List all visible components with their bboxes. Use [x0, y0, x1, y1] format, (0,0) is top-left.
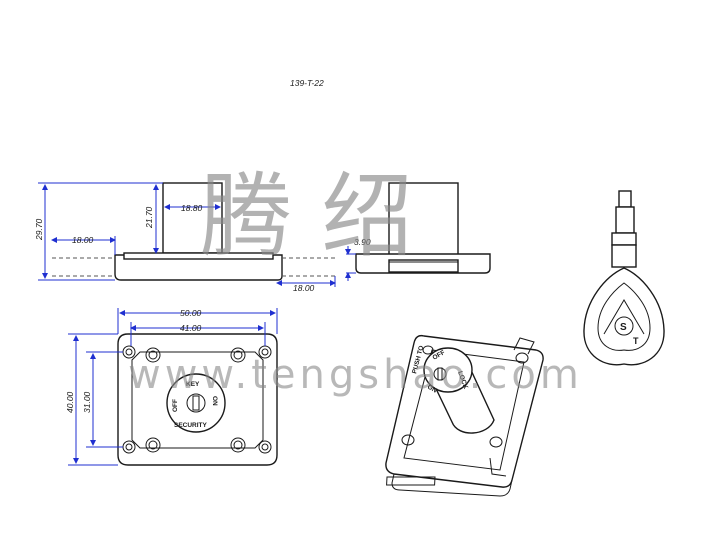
dim-plate-width: 50.00	[180, 308, 202, 318]
lock-text-on: ON	[211, 396, 218, 406]
mount-hole-br	[258, 440, 272, 454]
iso-hole-br	[489, 436, 503, 448]
front-view: 29.70 21.70 18.80 18.00	[34, 182, 335, 281]
key-blade	[615, 206, 635, 234]
keyway-ring	[186, 393, 206, 413]
key-logo-frame	[603, 299, 645, 335]
dim-hole-spacing-x: 41.00	[180, 323, 202, 333]
iso-hole-tl	[422, 345, 434, 355]
lock-text-key: KEY	[186, 381, 200, 388]
iso-text-on: ON	[426, 384, 438, 395]
dim-side-offset: 18.00	[293, 283, 315, 293]
key-logo-ring	[614, 316, 634, 336]
lock-face	[166, 373, 226, 433]
lock-text-off: OFF	[172, 399, 179, 412]
dim-plate-height: 40.00	[65, 391, 75, 413]
dim-hole-spacing-y: 31.00	[82, 391, 92, 413]
top-view: KEY OFF ON SECURITY 50.00 41.00 40.00 31…	[65, 308, 278, 466]
key-head-inner	[597, 282, 651, 351]
watermark-url: www.tengshao.com	[128, 352, 583, 398]
plate-inner	[131, 351, 264, 449]
dim-cylinder-height: 21.70	[144, 206, 154, 229]
side-flange-step	[388, 259, 459, 273]
key-shoulder	[611, 232, 637, 246]
boss-tl	[145, 347, 161, 363]
boss-br	[230, 437, 246, 453]
lock-text-security: SECURITY	[174, 422, 208, 429]
key-logo-letter-2: T	[633, 336, 639, 346]
side-view: 3.90 18.00	[276, 182, 491, 293]
front-cylinder	[162, 182, 223, 254]
boss-tr	[230, 347, 246, 363]
iso-cylinder-face	[423, 347, 473, 393]
part-number: 139-T-22	[290, 78, 324, 88]
iso-view: OFF LOCK ON PUSH TO	[385, 334, 544, 497]
key-blade-tip	[618, 190, 632, 208]
iso-hole-tr	[515, 352, 529, 364]
key-logo-letter: S	[620, 322, 627, 333]
keyway-slot	[192, 395, 200, 411]
key-head	[583, 267, 665, 366]
key-neck	[611, 244, 637, 268]
watermark-chinese: 腾 绍	[200, 163, 413, 270]
key: S T	[583, 190, 665, 366]
dim-left-offset: 18.00	[72, 235, 94, 245]
iso-hole-bl	[401, 434, 415, 446]
boss-bl	[145, 437, 161, 453]
front-flange-top	[123, 252, 274, 260]
dim-total-height: 29.70	[34, 218, 44, 241]
dim-flange-thickness: 3.90	[354, 237, 371, 247]
dim-cylinder-width: 18.80	[181, 203, 203, 213]
iso-plate-inner	[403, 349, 525, 471]
